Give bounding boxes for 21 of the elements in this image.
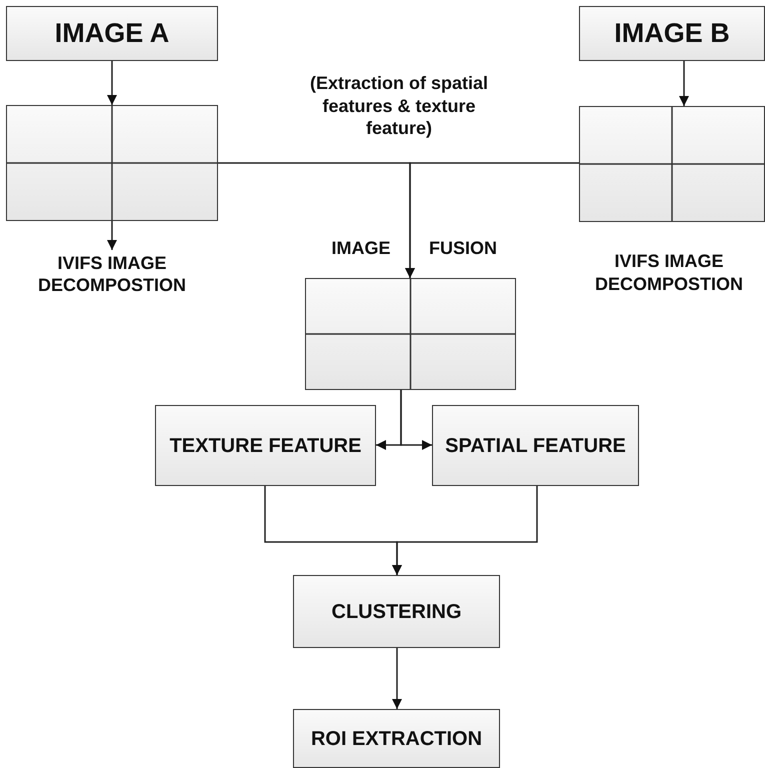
arrow xyxy=(400,390,432,450)
annotation-text: IMAGE xyxy=(330,237,392,260)
grid-box xyxy=(6,105,218,221)
arrow xyxy=(405,162,579,278)
process-box: TEXTURE FEATURE xyxy=(155,405,376,486)
arrow xyxy=(107,61,117,105)
grid-box xyxy=(305,278,516,390)
arrow xyxy=(392,486,538,575)
arrow xyxy=(392,648,402,709)
process-box: IMAGE A xyxy=(6,6,218,61)
arrow xyxy=(107,221,117,250)
process-box: ROI EXTRACTION xyxy=(293,709,500,768)
arrow xyxy=(679,61,689,106)
annotation-text: FUSION xyxy=(428,237,498,260)
annotation-text: (Extraction of spatial features & texture feature) xyxy=(308,72,490,140)
annotation-text: IVIFS IMAGE DECOMPOSTION xyxy=(594,250,744,295)
step-label: IVIFS IMAGE DECOMPOSTION xyxy=(22,250,202,298)
process-box: SPATIAL FEATURE xyxy=(432,405,639,486)
process-box: CLUSTERING xyxy=(293,575,500,648)
grid-box xyxy=(579,106,765,222)
process-box: IMAGE B xyxy=(579,6,765,61)
